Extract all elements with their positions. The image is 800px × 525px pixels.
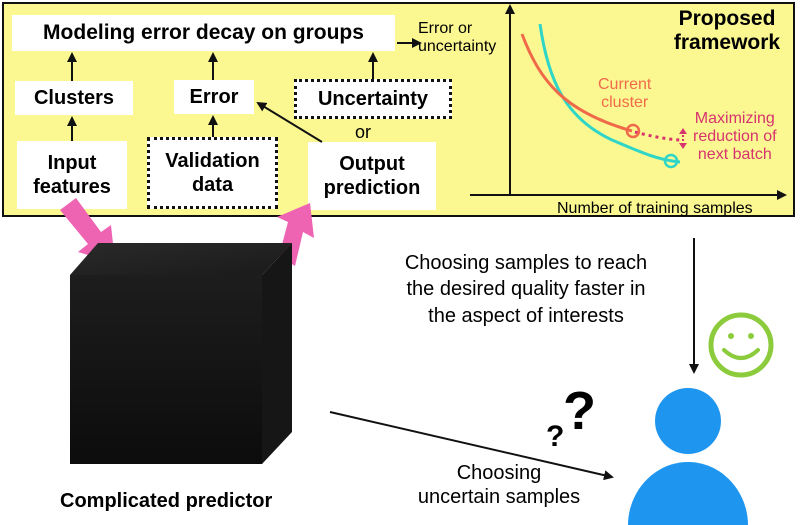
choosing-uncertain-line1: Choosing — [456, 462, 542, 484]
output-prediction-line1: Output — [339, 152, 405, 175]
validation-data-line1: Validation — [165, 149, 260, 172]
maximizing-line1: Maximizing — [694, 110, 775, 127]
current-cluster-label: Current cluster — [598, 76, 651, 113]
smiley-eye-left — [728, 333, 734, 339]
curve-cyan — [538, 23, 681, 164]
framework-title-line2: framework — [673, 31, 781, 55]
choosing-quality-text: Choosing samples to reach the desired qu… — [372, 250, 680, 329]
smiley-eye-right — [748, 333, 754, 339]
framework-title-line1: Proposed — [678, 7, 776, 30]
output-prediction-box: Output prediction — [308, 142, 436, 210]
uncertainty-box: Uncertainty — [294, 79, 452, 119]
reduction-arrow-head-top — [679, 128, 687, 134]
graph-y-label-line1: Error or — [418, 20, 473, 37]
maximizing-line3: next batch — [697, 145, 772, 163]
cube-front — [70, 275, 262, 464]
choosing-quality-line1: Choosing samples to reach — [404, 252, 648, 274]
modeling-label: Modeling error decay on groups — [43, 21, 364, 45]
current-cluster-line2: cluster — [601, 94, 649, 112]
input-features-box: Input features — [17, 141, 127, 209]
graph-x-label: Number of training samples — [557, 200, 753, 217]
choosing-uncertain-text: Choosing uncertain samples — [414, 461, 584, 510]
predictor-label: Complicated predictor — [60, 490, 273, 512]
clusters-box: Clusters — [15, 81, 133, 115]
next-batch-marker — [663, 153, 679, 169]
maximizing-label: Maximizing reduction of next batch — [693, 110, 777, 164]
question-mark-small: ? — [546, 420, 565, 453]
error-label: Error — [189, 85, 239, 108]
graph-y-label-line2: uncertainty — [418, 38, 497, 56]
graph-y-label: Error or uncertainty — [418, 20, 496, 57]
validation-data-line2: data — [191, 174, 234, 196]
reduction-arrow-head-bottom — [679, 143, 687, 149]
arrow-predictor-to-user — [329, 411, 614, 481]
curve-orange-extension — [634, 130, 681, 142]
maximizing-line2: reduction of — [693, 127, 777, 145]
validation-data-box: Validation data — [147, 137, 278, 209]
clusters-label: Clusters — [33, 86, 115, 109]
smiley-mouth — [722, 348, 760, 360]
current-cluster-line1: Current — [598, 76, 652, 93]
choosing-quality-line2: the desired quality faster in — [406, 278, 646, 301]
output-prediction-line2: prediction — [323, 177, 421, 199]
or-label: or — [355, 122, 372, 142]
framework-title: Proposed framework — [662, 7, 792, 55]
uncertainty-label: Uncertainty — [317, 87, 429, 110]
user-head — [655, 388, 721, 454]
input-features-line2: features — [33, 176, 111, 198]
choosing-uncertain-line2: uncertain samples — [417, 486, 581, 509]
curve-orange — [520, 33, 633, 133]
input-features-line1: Input — [47, 151, 97, 174]
user-body — [628, 462, 748, 525]
choosing-quality-line3: the aspect of interests — [428, 304, 624, 327]
smiley-face — [708, 312, 774, 378]
error-box: Error — [174, 80, 254, 114]
current-cluster-marker — [625, 123, 641, 139]
cube-right — [262, 243, 292, 464]
question-mark-large: ? — [563, 381, 596, 441]
modeling-box: Modeling error decay on groups — [12, 15, 395, 51]
cube-top — [70, 243, 292, 275]
arrow-output-to-error — [256, 101, 323, 143]
